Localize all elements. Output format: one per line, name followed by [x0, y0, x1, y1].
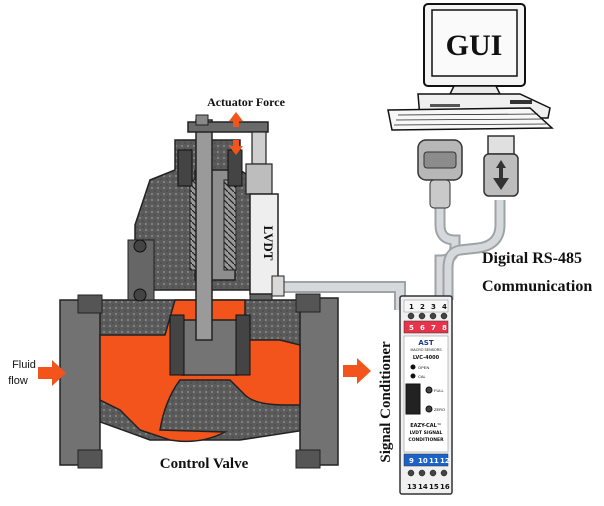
terminal-11: 11 — [429, 457, 439, 465]
terminal-8: 8 — [442, 324, 447, 332]
brand-label: AST — [418, 339, 433, 347]
comm-label-line2: Communication — [482, 278, 592, 295]
force-down-arrow-icon — [229, 140, 243, 155]
lvdt-label: LVDT — [261, 226, 276, 261]
terminal-15: 15 — [429, 483, 439, 491]
terminal-14: 14 — [418, 483, 428, 491]
terminal-7: 7 — [431, 324, 436, 332]
blue-terminal-strip — [403, 453, 449, 467]
red-terminal-strip — [403, 320, 449, 334]
product-line-2: LVDT SIGNAL — [410, 430, 443, 436]
monitor-screen — [431, 9, 518, 77]
terminal-13: 13 — [407, 483, 417, 491]
model-label: LVC-4000 — [413, 355, 440, 361]
terminal-4: 4 — [442, 303, 447, 311]
fluid-flow-label-line2: flow — [8, 375, 28, 387]
usb-icon — [493, 160, 509, 190]
terminal-6: 6 — [420, 324, 425, 332]
computer: GUI — [387, 3, 554, 209]
control-valve-label: Control Valve — [160, 456, 249, 472]
valve-stem — [195, 119, 213, 341]
zero-button-label: ZERO — [434, 407, 445, 412]
cal-switch[interactable] — [405, 383, 421, 415]
full-button-label: FULL — [434, 388, 445, 393]
inflow-arrow-icon — [38, 360, 66, 386]
comm-label-line1: Digital RS-485 — [482, 250, 582, 267]
force-up-arrow-icon — [229, 112, 243, 127]
cal-led-icon — [410, 373, 416, 379]
terminal-16: 16 — [440, 483, 450, 491]
signal-conditioner-label: Signal Conditioner — [378, 341, 394, 463]
right-flange — [299, 297, 339, 466]
led-cal-label: CAL — [418, 374, 427, 379]
full-button[interactable] — [425, 386, 433, 394]
terminal-1: 1 — [409, 303, 414, 311]
spring-right — [223, 179, 237, 271]
actuator-force-label: Actuator Force — [207, 95, 286, 109]
lvdt-sensor: LVDT — [245, 131, 285, 297]
signal-conditioner: 1 2 3 4 5 6 7 8 AST MACRO SENSORS LVC-40… — [399, 295, 453, 495]
terminal-10: 10 — [418, 457, 428, 465]
outflow-arrow-icon — [343, 358, 371, 384]
open-led-icon — [410, 364, 416, 370]
terminal-2: 2 — [420, 303, 425, 311]
zero-button[interactable] — [425, 405, 433, 413]
brand-sub-label: MACRO SENSORS — [410, 348, 442, 352]
led-open-label: OPEN — [418, 365, 429, 370]
product-line-3: CONDITIONER — [408, 437, 444, 443]
fluid-flow-label-line1: Fluid — [12, 359, 36, 371]
terminal-3: 3 — [431, 303, 436, 311]
gui-label: GUI — [446, 29, 503, 62]
usb-connector — [487, 135, 515, 155]
stem-crossbar — [187, 121, 269, 133]
terminal-5: 5 — [409, 324, 414, 332]
terminal-9: 9 — [409, 457, 414, 465]
terminal-12: 12 — [440, 457, 450, 465]
product-line-1: EAZY-CAL™ — [410, 423, 442, 429]
left-flange — [59, 299, 101, 466]
